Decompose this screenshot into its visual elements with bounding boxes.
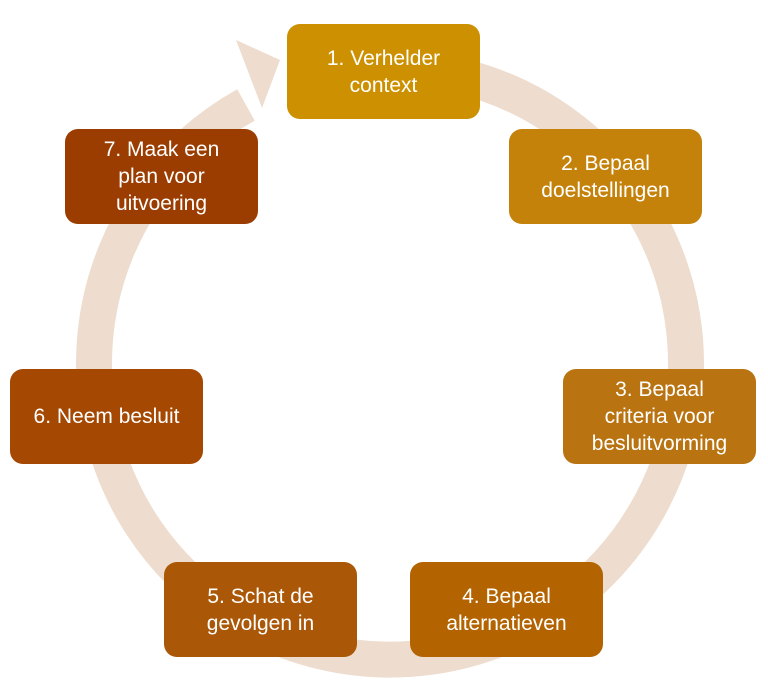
step-7-line-3: uitvoering xyxy=(115,192,208,215)
step-2-bepaal-doelstellingen: 2. Bepaal doelstellingen xyxy=(509,129,702,224)
step-1-verhelder-context: 1. Verhelder context xyxy=(287,24,480,119)
step-5-line-2: gevolgen in xyxy=(206,611,315,635)
step-2-line-1: 2. Bepaal xyxy=(561,151,650,175)
step-4-bepaal-alternatieven: 4. Bepaal alternatieven xyxy=(410,562,603,657)
step-5-schat-gevolgen: 5. Schat de gevolgen in xyxy=(164,562,357,657)
step-1-line-2: context xyxy=(349,73,418,97)
step-1-line-1: 1. Verhelder xyxy=(326,46,441,70)
step-6-line-1: 6. Neem besluit xyxy=(33,405,180,428)
step-3-line-2: criteria voor xyxy=(604,405,715,428)
step-7-line-1: 7. Maak een xyxy=(103,138,220,161)
step-5-line-1: 5. Schat de xyxy=(207,584,314,608)
step-3-line-1: 3. Bepaal xyxy=(615,378,704,401)
step-4-line-2: alternatieven xyxy=(446,611,567,635)
step-4-line-1: 4. Bepaal xyxy=(462,584,551,608)
step-2-line-2: doelstellingen xyxy=(541,178,670,202)
step-3-bepaal-criteria: 3. Bepaal criteria voor besluitvorming xyxy=(563,369,756,464)
step-7-line-2: plan voor xyxy=(118,165,205,188)
step-7-maak-plan: 7. Maak een plan voor uitvoering xyxy=(65,129,258,224)
cycle-arrowhead-icon xyxy=(236,40,280,108)
step-6-neem-besluit: 6. Neem besluit xyxy=(10,369,203,464)
step-3-line-3: besluitvorming xyxy=(591,432,728,455)
